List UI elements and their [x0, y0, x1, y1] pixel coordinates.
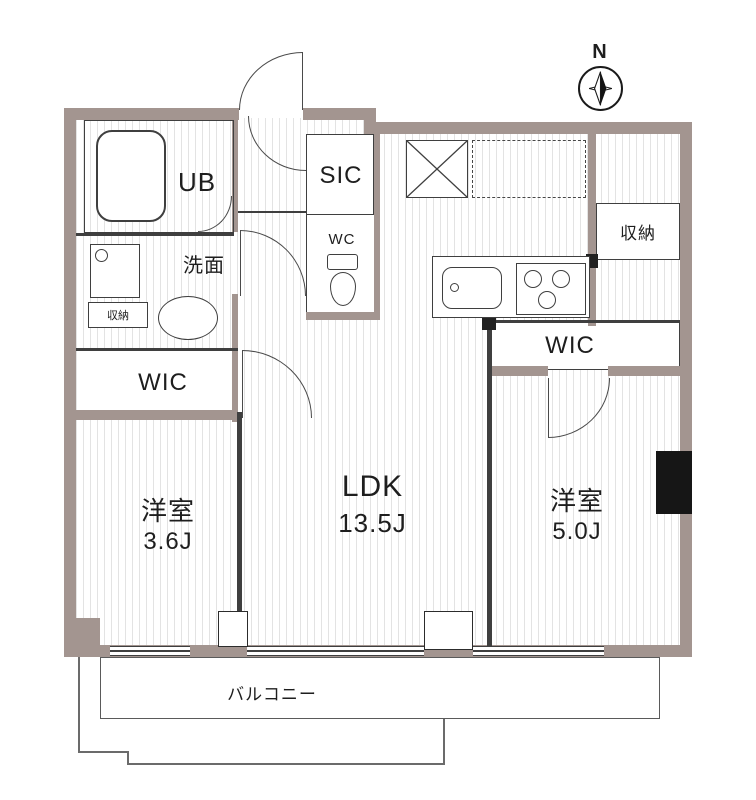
wall-top-mid — [303, 108, 376, 120]
divider-washroom-wic — [76, 348, 238, 351]
pillar — [424, 611, 473, 650]
x-mark-icon — [406, 140, 468, 198]
compass-needle-icon — [589, 71, 612, 106]
entrance-door-arc — [239, 52, 303, 110]
wall-ldk-right — [487, 318, 492, 647]
label-bedroom-left-name: 洋室 — [140, 495, 195, 526]
label-bedroom-left-size: 3.6J — [143, 528, 193, 555]
toilet-bowl-icon — [330, 272, 356, 306]
wall-corner-bl — [64, 618, 100, 657]
toilet-tank-icon — [327, 254, 358, 270]
label-storage-right: 収納 — [620, 223, 656, 243]
wall-wic-right-bottom-b — [608, 366, 680, 376]
exterior-line — [78, 657, 80, 753]
label-wc: WC — [328, 230, 356, 248]
pillar-ldk-corner — [482, 316, 496, 330]
bathtub-icon — [96, 130, 166, 222]
wall-wc-bottom — [306, 312, 380, 320]
wall-wic-right-bottom-a — [490, 366, 548, 376]
burner-icon — [552, 270, 570, 288]
label-washroom: 洗面 — [183, 254, 225, 277]
label-wic-left: WIC — [138, 369, 188, 396]
wall-bedroomleft-right — [237, 412, 242, 645]
window — [247, 646, 424, 656]
divider-ub-washroom — [76, 233, 234, 236]
unit-bath-outline — [84, 120, 234, 233]
label-wic-right: WIC — [545, 332, 595, 359]
wall-right — [680, 122, 692, 657]
dashed-space — [472, 140, 586, 198]
wall-wic-right-top — [490, 320, 680, 323]
window — [110, 646, 190, 656]
label-bedroom-right-size: 5.0J — [552, 518, 602, 545]
exterior-line — [127, 763, 445, 765]
faucet-icon — [450, 283, 459, 292]
genkan-step-line — [238, 211, 306, 213]
washer-drain-icon — [95, 249, 108, 262]
label-ub: UB — [177, 166, 217, 197]
wall-corridor-lower — [232, 294, 238, 422]
wall-corridor-upper — [232, 108, 238, 232]
balcony — [100, 657, 660, 719]
label-ldk-size: 13.5J — [338, 507, 407, 538]
label-ldk-name: LDK — [341, 470, 404, 503]
fridge-space — [406, 140, 468, 198]
compass-north-label: N — [592, 40, 608, 63]
label-balcony: バルコニー — [227, 684, 317, 704]
side-window-black — [656, 451, 692, 514]
wall-wc-right — [374, 130, 380, 320]
label-sic: SIC — [319, 162, 363, 189]
room-wic-left — [79, 351, 238, 410]
room-wic-right — [490, 322, 680, 370]
window — [473, 646, 604, 656]
pillar — [218, 611, 248, 647]
exterior-line — [127, 751, 129, 765]
exterior-patch — [372, 104, 694, 122]
room-sic — [306, 134, 374, 215]
wall-wic-left-bottom — [76, 410, 238, 420]
burner-icon — [538, 291, 556, 309]
wall-top-left — [64, 108, 239, 120]
burner-icon — [524, 270, 542, 288]
exterior-line — [78, 751, 129, 753]
storage-small-box: 収納 — [88, 302, 148, 328]
basin-icon — [158, 296, 218, 340]
wall-left — [64, 108, 76, 657]
exterior-line — [443, 719, 445, 765]
label-bedroom-right-name: 洋室 — [549, 485, 604, 516]
wall-kitchen-right — [588, 134, 596, 326]
wall-top-right — [364, 122, 692, 134]
room-storage-right — [596, 203, 680, 260]
compass-icon — [578, 66, 623, 111]
